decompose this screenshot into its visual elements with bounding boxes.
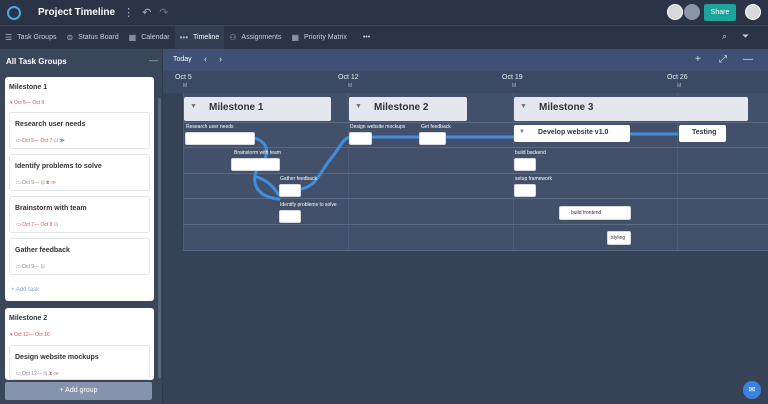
board-icon: ⊜ <box>66 33 74 42</box>
task-label: build backend <box>515 150 546 156</box>
date-label: Oct 26 <box>667 74 688 81</box>
scrollbar[interactable] <box>158 98 161 378</box>
task-groups-panel: All Task Groups — Milestone 1 ▾ Oct 5— O… <box>0 49 162 404</box>
task-label: setup framework <box>515 176 552 182</box>
task-bar[interactable]: styling <box>607 231 631 245</box>
task-card[interactable]: Brainstorm with team ▭ Oct 7— Oct 8 ⊡ <box>9 196 150 233</box>
tab-priority-matrix[interactable]: ▦Priority Matrix <box>291 33 347 42</box>
task-label: Get feedback <box>421 124 451 130</box>
chevron-down-icon[interactable]: ▼ <box>355 103 362 110</box>
task-bar[interactable]: build frontend <box>559 206 631 220</box>
collapse-icon[interactable]: — <box>149 55 158 65</box>
timeline-icon: ••• <box>179 33 189 42</box>
dependency-arrows <box>233 132 679 201</box>
task-label: Design website mockups <box>350 124 406 130</box>
next-icon[interactable]: › <box>219 54 222 64</box>
task-card[interactable]: Gather feedback ▭ Oct 9— ⊡ <box>9 238 150 275</box>
tab-assignments[interactable]: ⚇Assignments <box>229 33 282 42</box>
milestone-bar[interactable]: ▼ Milestone 3 <box>514 97 748 121</box>
people-icon: ⚇ <box>229 33 237 42</box>
task-meta: ▭ Oct 12— ⊡ ⧗ ≫ <box>16 371 59 377</box>
undo-icon[interactable]: ↶ <box>142 7 152 19</box>
minimize-icon[interactable]: — <box>743 54 753 65</box>
panel-title: All Task Groups <box>6 57 67 66</box>
chevron-down-icon[interactable]: ▼ <box>190 103 197 110</box>
avatar[interactable] <box>667 4 683 20</box>
group-dates: ▾ Oct 12— Oct 16 <box>10 332 50 338</box>
task-label: Brainstorm with team <box>234 150 281 156</box>
chevron-down-icon[interactable]: ▼ <box>520 103 527 110</box>
add-task-link[interactable]: + Add task <box>11 287 40 293</box>
app-logo-icon[interactable] <box>7 5 21 20</box>
date-header: Oct 5 M Oct 12 M Oct 19 M Oct 26 M <box>163 71 768 93</box>
redo-icon[interactable]: ↷ <box>159 7 169 19</box>
prev-icon[interactable]: ‹ <box>204 54 207 64</box>
task-meta: ▭ Oct 9— ⊡ ⧗ ≫ <box>16 180 57 186</box>
timeline-grid: Oct 5 M Oct 12 M Oct 19 M Oct 26 M ▼ Mil… <box>163 71 768 404</box>
task-meta: ▭ Oct 9— ⊡ <box>16 264 45 270</box>
chat-icon[interactable]: ✉ <box>743 381 761 399</box>
task-label: Research user needs <box>186 124 234 130</box>
date-label: Oct 19 <box>502 74 523 81</box>
today-button[interactable]: Today <box>173 56 192 63</box>
list-icon: ☰ <box>5 33 13 42</box>
task-bar[interactable] <box>231 158 280 171</box>
zoom-in-icon[interactable]: + <box>695 54 701 65</box>
add-user-icon[interactable] <box>684 4 700 20</box>
task-bar[interactable] <box>514 184 536 197</box>
grid-icon: ▦ <box>291 33 300 42</box>
task-bar[interactable] <box>185 132 255 145</box>
task-card[interactable]: Research user needs ▭ Oct 5— Oct 7 ⊡ ≫ <box>9 112 150 149</box>
group-card-milestone-2: Milestone 2 ▾ Oct 12— Oct 16 Design webs… <box>5 308 154 380</box>
task-card[interactable]: Identify problems to solve ▭ Oct 9— ⊡ ⧗ … <box>9 154 150 191</box>
user-avatar[interactable] <box>745 4 761 20</box>
task-bar[interactable] <box>279 210 301 223</box>
calendar-icon: ▦ <box>128 33 137 42</box>
add-group-button[interactable]: + Add group <box>5 382 152 400</box>
task-bar[interactable] <box>514 158 536 171</box>
group-title[interactable]: Milestone 1 <box>9 84 48 91</box>
search-icon[interactable]: ⌕ <box>722 31 728 41</box>
task-bar[interactable] <box>279 184 301 197</box>
fullscreen-icon[interactable]: ⤢ <box>719 54 727 65</box>
share-button[interactable]: Share <box>704 4 736 21</box>
project-title[interactable]: Project Timeline <box>38 7 116 18</box>
milestone-bar[interactable]: ▼ Milestone 2 <box>349 97 467 121</box>
view-tabs: ☰Task Groups ⊜Status Board ▦Calendar •••… <box>0 25 768 50</box>
task-bar[interactable] <box>419 132 446 145</box>
milestone-bar[interactable]: ▼ Milestone 1 <box>184 97 331 121</box>
task-bar[interactable]: Testing <box>679 125 726 142</box>
tab-timeline[interactable]: •••Timeline <box>174 25 225 50</box>
more-vert-icon[interactable]: ⋮ <box>123 7 135 19</box>
task-bar[interactable] <box>349 132 372 145</box>
date-label: Oct 5 <box>175 74 192 81</box>
timeline-toolbar: Today ‹ › + ⤢ — <box>163 49 768 71</box>
more-views-icon[interactable]: ••• <box>362 34 371 41</box>
date-label: Oct 12 <box>338 74 359 81</box>
tab-calendar[interactable]: ▦Calendar <box>128 33 170 42</box>
task-label: Identify problems to solve <box>280 202 337 208</box>
task-bar[interactable]: ▼ Develop website v1.0 <box>514 125 630 142</box>
task-meta: ▭ Oct 7— Oct 8 ⊡ <box>16 222 59 228</box>
top-bar: Project Timeline ⋮ ↶ ↷ Share <box>0 0 768 25</box>
group-title[interactable]: Milestone 2 <box>9 315 48 322</box>
task-meta: ▭ Oct 5— Oct 7 ⊡ ≫ <box>16 138 65 144</box>
group-dates: ▾ Oct 5— Oct 9 <box>10 100 45 106</box>
group-card-milestone-1: Milestone 1 ▾ Oct 5— Oct 9 Research user… <box>5 77 154 301</box>
task-label: Gather feedback <box>280 176 317 182</box>
filter-icon[interactable]: ⏷ <box>742 31 750 41</box>
chevron-down-icon[interactable]: ▼ <box>519 129 525 135</box>
tab-task-groups[interactable]: ☰Task Groups <box>5 33 57 42</box>
task-card[interactable]: Design website mockups ▭ Oct 12— ⊡ ⧗ ≫ <box>9 345 150 380</box>
tab-status-board[interactable]: ⊜Status Board <box>66 33 119 42</box>
